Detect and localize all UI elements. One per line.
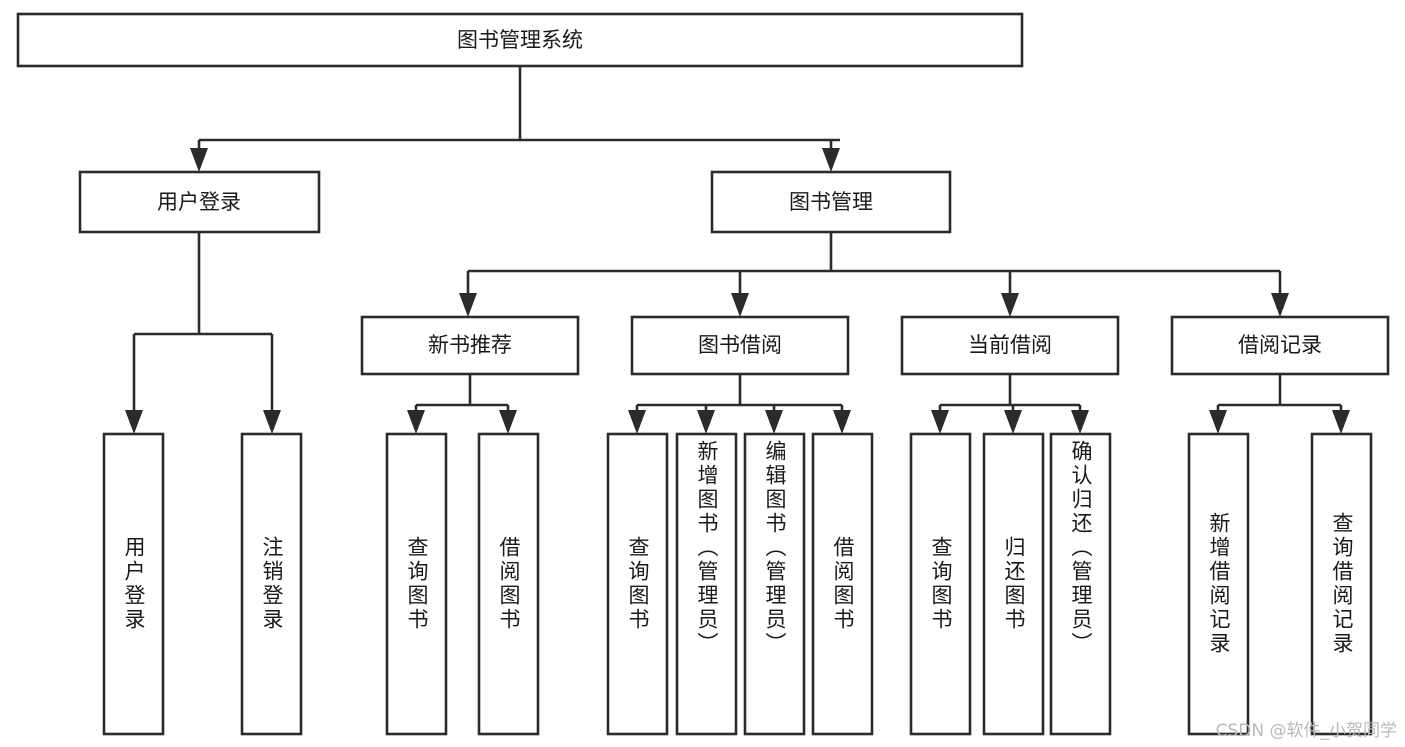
- node-borrow-records-label: 借阅记录: [1238, 333, 1322, 357]
- leaf-label: 归还图书: [1002, 536, 1026, 632]
- leaf-node-logout[interactable]: 注销登录: [240, 432, 303, 736]
- leaf-node-query-book-current[interactable]: 查询图书: [909, 432, 972, 736]
- arrow-head-icon: [765, 410, 783, 434]
- node-user-login-label: 用户登录: [157, 190, 241, 214]
- leaf-node-query-book-recommend[interactable]: 查询图书: [385, 432, 448, 736]
- leaf-label: 借阅图书: [497, 536, 521, 632]
- connector-book-manage-to-level2: [459, 232, 1289, 317]
- node-current-borrow[interactable]: 当前借阅: [900, 315, 1120, 376]
- leaf-node-group: 用户登录 注销登录 查询图书 借阅图书: [102, 432, 1373, 736]
- connector-user-login-to-leaves: [125, 232, 281, 434]
- node-root-label: 图书管理系统: [457, 28, 583, 52]
- connector-borrow-to-leaves: [628, 374, 851, 434]
- leaf-node-return-book[interactable]: 归还图书: [982, 432, 1045, 736]
- arrow-head-icon: [1209, 410, 1227, 434]
- leaf-node-borrow-book-recommend[interactable]: 借阅图书: [477, 432, 540, 736]
- arrow-head-icon: [499, 410, 517, 434]
- leaf-label: 借阅图书: [831, 536, 855, 632]
- leaf-label: 确认归还（管理员）: [1069, 440, 1093, 656]
- node-book-management[interactable]: 图书管理: [710, 170, 952, 234]
- leaf-node-edit-book-admin[interactable]: 编辑图书（管理员）: [743, 432, 806, 736]
- leaf-label: 用户登录: [122, 536, 146, 632]
- arrow-head-icon: [931, 410, 949, 434]
- leaf-node-borrow-book[interactable]: 借阅图书: [811, 432, 874, 736]
- arrow-head-icon: [459, 293, 477, 317]
- leaf-label: 新增图书（管理员）: [695, 440, 719, 656]
- node-new-book-recommend-label: 新书推荐: [428, 333, 512, 357]
- arrow-head-icon: [822, 148, 840, 172]
- leaf-label: 查询图书: [626, 536, 650, 632]
- node-root-book-management-system[interactable]: 图书管理系统: [16, 12, 1024, 68]
- node-book-management-label: 图书管理: [789, 190, 873, 214]
- arrow-head-icon: [1332, 410, 1350, 434]
- leaf-label: 查询借阅记录: [1330, 512, 1354, 656]
- leaf-node-confirm-return-admin[interactable]: 确认归还（管理员）: [1049, 432, 1112, 736]
- leaf-label: 查询图书: [929, 536, 953, 632]
- arrow-head-icon: [833, 410, 851, 434]
- arrow-head-icon: [628, 410, 646, 434]
- arrow-head-icon: [125, 410, 143, 434]
- arrow-head-icon: [263, 410, 281, 434]
- connector-group: [125, 66, 1350, 434]
- arrow-head-icon: [731, 293, 749, 317]
- leaf-node-query-borrow-record[interactable]: 查询借阅记录: [1310, 432, 1373, 736]
- leaf-node-query-book-borrow[interactable]: 查询图书: [606, 432, 669, 736]
- connector-records-to-leaves: [1209, 374, 1350, 434]
- leaf-label: 新增借阅记录: [1207, 512, 1231, 656]
- node-current-borrow-label: 当前借阅: [968, 333, 1052, 357]
- arrow-head-icon: [407, 410, 425, 434]
- leaf-label: 注销登录: [260, 536, 284, 632]
- connector-current-borrow-to-leaves: [931, 374, 1089, 434]
- leaf-label: 编辑图书（管理员）: [763, 440, 787, 656]
- leaf-node-add-borrow-record[interactable]: 新增借阅记录: [1187, 432, 1250, 736]
- node-book-borrow-label: 图书借阅: [698, 333, 782, 357]
- node-user-login[interactable]: 用户登录: [78, 170, 321, 234]
- connector-new-book-to-leaves: [407, 374, 517, 434]
- connector-root-to-level1: [190, 66, 840, 172]
- arrow-head-icon: [1271, 293, 1289, 317]
- leaf-label: 查询图书: [405, 536, 429, 632]
- leaf-node-add-book-admin[interactable]: 新增图书（管理员）: [675, 432, 738, 736]
- arrow-head-icon: [1004, 410, 1022, 434]
- arrow-head-icon: [1071, 410, 1089, 434]
- arrow-head-icon: [190, 148, 208, 172]
- node-book-borrow[interactable]: 图书借阅: [630, 315, 850, 376]
- node-borrow-records[interactable]: 借阅记录: [1170, 315, 1390, 376]
- leaf-node-user-login[interactable]: 用户登录: [102, 432, 165, 736]
- node-new-book-recommend[interactable]: 新书推荐: [360, 315, 580, 376]
- arrow-head-icon: [697, 410, 715, 434]
- arrow-head-icon: [1001, 293, 1019, 317]
